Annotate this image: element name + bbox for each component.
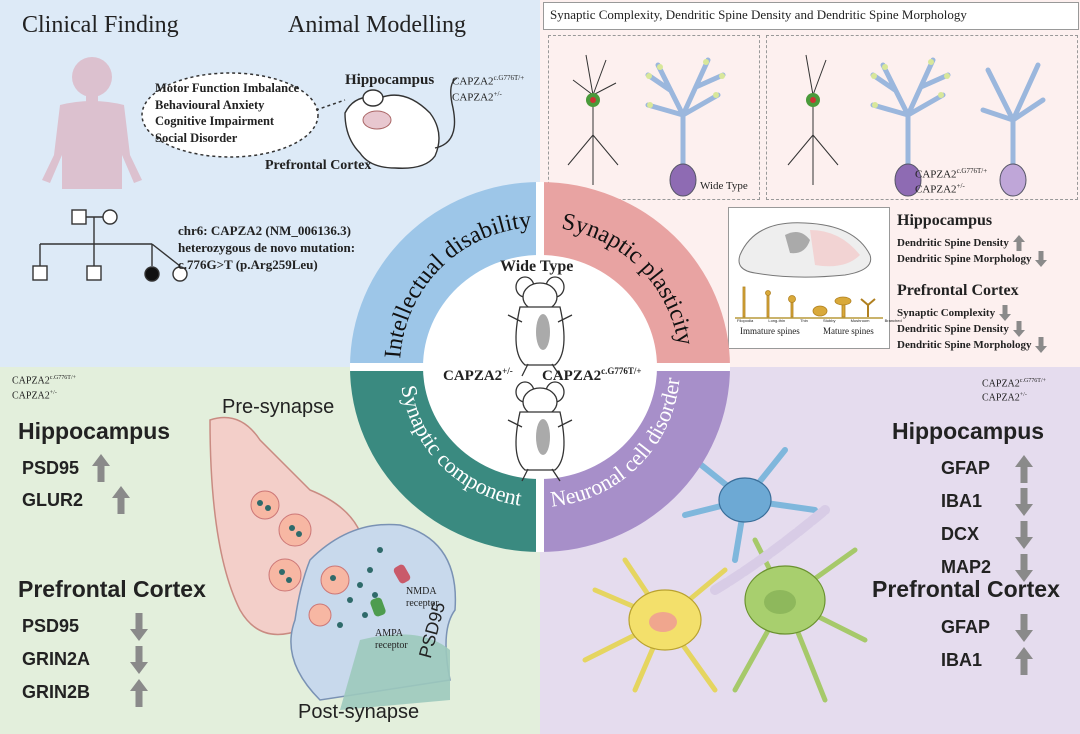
animal-modelling-heading: Animal Modelling	[288, 12, 466, 38]
hippocampus-label: Hippocampus	[345, 72, 435, 88]
wild-type-neuron-box	[548, 35, 760, 200]
arrow-down-icon	[999, 305, 1012, 321]
synapse-illustration	[209, 416, 457, 710]
symptom-item: Motor Function Imbalance	[155, 81, 300, 95]
wild-type-label: Wide Type	[700, 180, 748, 192]
mouse-outline	[344, 77, 458, 169]
br-pfc-item: GFAP	[941, 611, 1033, 644]
symptoms-bubble	[141, 72, 346, 158]
arrow-down-icon	[1015, 613, 1033, 642]
brain-and-spines-illustration	[735, 222, 883, 319]
tr-prefrontal-heading: Prefrontal Cortex	[897, 282, 1019, 299]
genotype-heterozygous: CAPZA2+/-	[982, 392, 1027, 404]
br-hippo-item: IBA1	[941, 485, 1033, 518]
tr-pfc-item: Synaptic Complexity	[897, 305, 1047, 321]
center-wild-type-label: Wide Type	[500, 258, 574, 275]
tr-pfc-item: Dendritic Spine Morphology	[897, 337, 1048, 353]
immature-spines-label: Immature spines	[740, 326, 800, 336]
bl-pfc-item: PSD95	[22, 610, 148, 643]
symptom-list: Motor Function Imbalance Behavioural Anx…	[155, 80, 299, 146]
tr-hippocampus-list: Dendritic Spine Density Dendritic Spine …	[897, 235, 1048, 267]
symptom-item: Social Disorder	[155, 130, 238, 145]
tr-hippo-item: Dendritic Spine Density	[897, 235, 1047, 251]
arrow-down-icon	[130, 612, 148, 641]
genotype-mutant: CAPZA2c.G776T/+	[915, 167, 988, 181]
prefrontal-cortex-label: Prefrontal Cortex	[265, 158, 372, 173]
pre-synapse-label: Pre-synapse	[222, 396, 335, 418]
wild-type-mouse-icon	[507, 276, 573, 377]
br-pfc-item: IBA1	[941, 644, 1033, 677]
arrow-down-icon	[1035, 337, 1048, 353]
neuronal-cell-disorder-segment	[540, 367, 730, 552]
center-genotype-mutant: CAPZA2c.G776T/+	[542, 366, 642, 384]
arrow-down-icon	[1012, 321, 1025, 337]
arrow-up-icon	[1012, 235, 1025, 251]
arrow-up-icon	[1015, 646, 1033, 675]
child-silhouette	[42, 57, 142, 189]
arrow-up-icon	[92, 454, 110, 482]
arrow-up-icon	[112, 486, 130, 514]
br-hippocampus-list: GFAP IBA1 DCX MAP2	[941, 452, 1033, 584]
intellectual-disability-segment	[350, 182, 540, 367]
center-ring-diagram: Intellectual disability Synaptic plastic…	[350, 182, 730, 552]
tr-hippo-item: Dendritic Spine Morphology	[897, 251, 1048, 267]
mature-spines-label: Mature spines	[823, 326, 874, 336]
tr-pfc-item: Dendritic Spine Density	[897, 321, 1047, 337]
genotype-heterozygous: CAPZA2+/-	[12, 390, 57, 402]
synaptic-component-segment	[350, 367, 540, 552]
symptom-item: Behavioural Anxiety	[155, 97, 265, 112]
post-synapse-label: Post-synapse	[298, 701, 420, 723]
arrow-down-icon	[130, 645, 148, 674]
arrow-down-icon	[1015, 553, 1033, 582]
arrow-down-icon	[1015, 487, 1033, 516]
genotype-heterozygous: CAPZA2+/-	[452, 90, 502, 104]
center-genotype-heterozygous: CAPZA2+/-	[443, 366, 513, 384]
arrow-up-icon	[1015, 454, 1033, 483]
tr-hippocampus-heading: Hippocampus	[897, 212, 993, 229]
br-hippo-item: MAP2	[941, 551, 1033, 584]
br-prefrontal-heading: Prefrontal Cortex	[872, 576, 1060, 602]
br-hippocampus-heading: Hippocampus	[892, 418, 1045, 444]
genotype-heterozygous: CAPZA2+/-	[915, 182, 965, 196]
arrow-down-icon	[1015, 520, 1033, 549]
clinical-finding-heading: Clinical Finding	[22, 12, 179, 38]
arrow-down-icon	[1035, 251, 1048, 267]
symptom-item: Cognitive Impairment	[155, 114, 275, 128]
br-hippo-item: GFAP	[941, 452, 1033, 485]
bl-prefrontal-heading: Prefrontal Cortex	[18, 576, 206, 602]
mutant-neuron-box	[766, 35, 1078, 200]
bl-hippo-item: PSD95	[22, 452, 130, 484]
bl-hippocampus-heading: Hippocampus	[18, 418, 171, 444]
plasticity-title-box	[543, 2, 1079, 30]
bl-pfc-item: GRIN2A	[22, 643, 148, 676]
mutation-description: chr6: CAPZA2 (NM_006136.3) heterozygous …	[178, 223, 356, 272]
pedigree-chart	[32, 209, 188, 282]
br-hippo-item: DCX	[941, 518, 1033, 551]
tr-prefrontal-list: Synaptic Complexity Dendritic Spine Dens…	[897, 305, 1048, 353]
spine-type-labels: Filopodia Long-thin Thin Stubby Mushroom…	[737, 318, 902, 323]
genotype-mutant: CAPZA2c.G776T/+	[982, 378, 1047, 390]
plasticity-title: Synaptic Complexity, Dendritic Spine Den…	[550, 7, 967, 22]
br-prefrontal-list: GFAP IBA1	[941, 611, 1033, 677]
neuron-illustrations	[567, 54, 1046, 197]
genotype-mutant: CAPZA2c.G776T/+	[12, 375, 77, 387]
bl-prefrontal-list: PSD95 GRIN2A GRIN2B	[22, 610, 148, 709]
genotype-mutant: CAPZA2c.G776T/+	[452, 74, 525, 88]
bl-hippo-item: GLUR2	[22, 484, 130, 516]
synaptic-plasticity-segment	[540, 182, 730, 367]
bl-hippocampus-list: PSD95 GLUR2	[22, 452, 130, 516]
bl-pfc-item: GRIN2B	[22, 676, 148, 709]
glial-cells-illustration	[582, 447, 868, 703]
mutant-mouse-icon	[507, 381, 573, 482]
arrow-up-icon	[130, 678, 148, 707]
